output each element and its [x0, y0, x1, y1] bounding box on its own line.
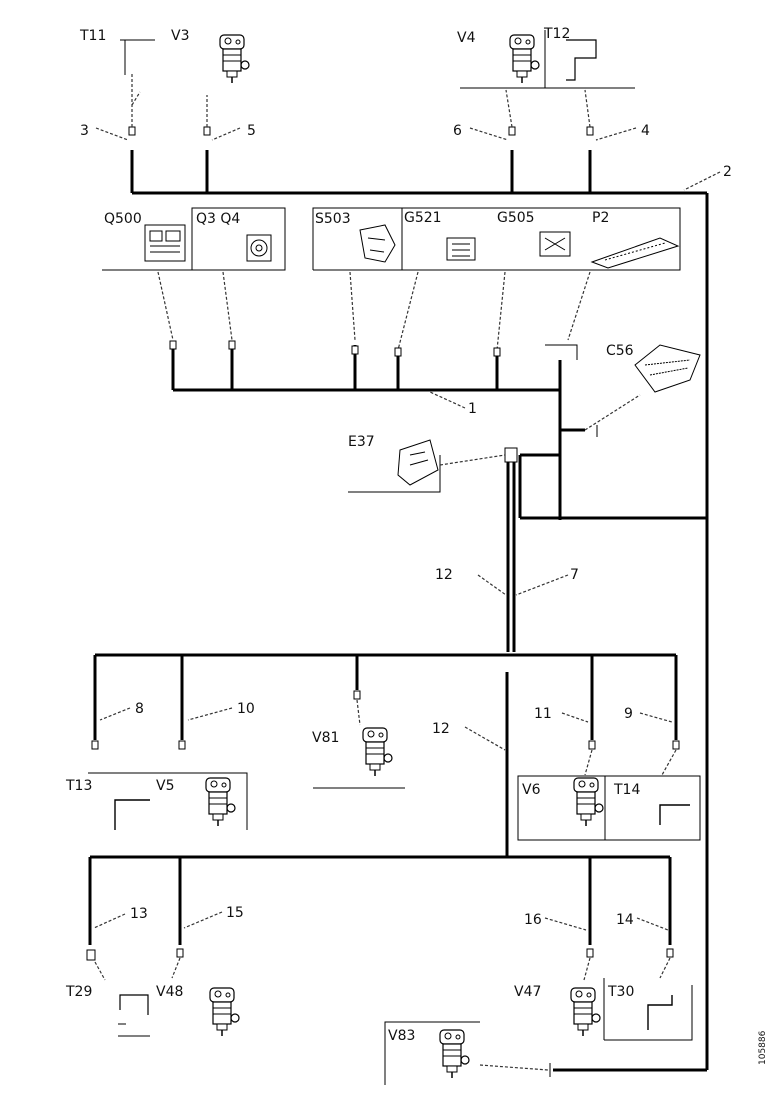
label-v3: V3: [171, 28, 189, 44]
box-v6-t14: [517, 775, 701, 841]
box-t13-v5: [88, 772, 248, 830]
valve-v3: [219, 34, 250, 84]
wire-label-16: 16: [524, 912, 542, 928]
label-p2: P2: [592, 210, 609, 226]
module-g521: [446, 237, 476, 261]
label-t13: T13: [65, 778, 92, 794]
label-e37: E37: [348, 434, 375, 450]
label-v81: V81: [312, 730, 339, 746]
label-t14: T14: [613, 782, 640, 798]
module-g505: [539, 231, 571, 257]
wire-label-12a: 12: [435, 567, 453, 583]
label-t30: T30: [607, 984, 634, 1000]
valve-v83: [384, 1021, 707, 1085]
wire-label-8: 8: [135, 701, 144, 717]
label-t29: T29: [65, 984, 92, 1000]
valve-v81: [313, 727, 405, 789]
label-v4: V4: [457, 30, 476, 46]
label-t11: T11: [79, 28, 106, 44]
component-e37: [348, 439, 518, 493]
bottom-drops: [86, 857, 674, 981]
wire-label-1: 1: [468, 401, 477, 417]
label-g505: G505: [497, 210, 535, 226]
wire-label-3: 3: [80, 123, 89, 139]
module-q500: [144, 224, 186, 262]
valve-v5: [205, 777, 236, 827]
module-s503: [359, 224, 396, 263]
wire-label-7: 7: [570, 567, 579, 583]
label-v6: V6: [522, 782, 541, 798]
wire-label-5: 5: [247, 123, 256, 139]
label-v48: V48: [156, 984, 183, 1000]
component-labels: T11 V3 V4 T12 Q500 Q3 Q4 S503 G521 G505 …: [65, 26, 640, 1044]
label-v5: V5: [156, 778, 174, 794]
wire-label-15: 15: [226, 905, 244, 921]
trunk-wires: [90, 191, 709, 1070]
wire-label-10: 10: [237, 701, 255, 717]
lower-drops: [91, 655, 680, 776]
leader-lines: [93, 127, 721, 931]
label-q500: Q500: [104, 211, 142, 227]
label-q3q4: Q3 Q4: [196, 211, 240, 227]
top-drops: [120, 39, 635, 193]
label-s503: S503: [315, 211, 351, 227]
wire-label-9: 9: [624, 706, 633, 722]
sensor-t30: [604, 985, 693, 1041]
wire-label-6: 6: [453, 123, 462, 139]
valve-v4: [509, 34, 540, 84]
wire-label-2: 2: [723, 164, 732, 180]
label-v47: V47: [514, 984, 541, 1000]
wire-label-11: 11: [534, 706, 552, 722]
box-drops: [157, 271, 591, 390]
module-q3q4: [246, 234, 272, 262]
module-p2: [590, 237, 680, 269]
valve-v47: [570, 978, 605, 1040]
control-box-left: [102, 207, 286, 271]
figure-id: 105886: [758, 1030, 768, 1065]
component-c56: [584, 344, 701, 437]
control-box-right: [312, 207, 681, 271]
wire-label-12b: 12: [432, 721, 450, 737]
wire-label-13: 13: [130, 906, 148, 922]
valve-v6: [573, 777, 604, 827]
wire-labels: 3 5 6 4 2 1 12 7 8 10 12 11 9 13 15 16 1…: [80, 123, 732, 928]
label-c56: C56: [606, 343, 634, 359]
label-t12: T12: [543, 26, 570, 42]
sensor-t29: [118, 994, 150, 1037]
valve-v48: [209, 987, 240, 1037]
label-g521: G521: [404, 210, 442, 226]
sensor-t12: [544, 30, 597, 88]
wire-label-4: 4: [641, 123, 650, 139]
label-v83: V83: [388, 1028, 415, 1044]
wire-label-14: 14: [616, 912, 634, 928]
